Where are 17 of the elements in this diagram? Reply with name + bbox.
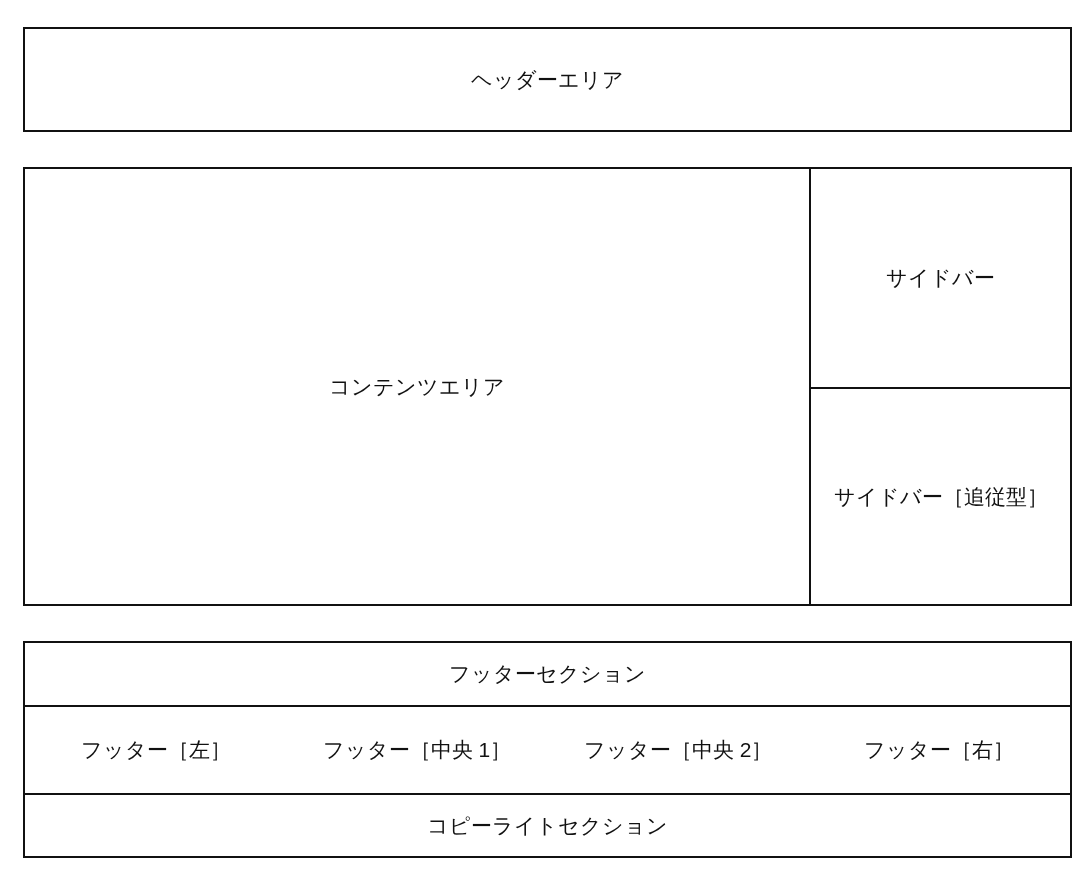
sidebar-area [809,167,1072,389]
area-label: ヘッダーエリア [471,66,624,93]
area-label: コンテンツエリア [329,373,505,400]
column-label: フッター［中央 1］ [322,737,512,763]
footer-columns-row [23,705,1072,795]
section-label: コピーライトセクション [427,812,668,839]
area-label: サイドバー［追従型］ [833,483,1048,510]
footer-row [23,641,1072,707]
sidebar-area [809,387,1072,606]
area-label: サイドバー [886,265,995,291]
copyright-row [23,793,1072,858]
column-label: フッター［左］ [80,737,231,763]
section-label: フッターセクション [449,661,646,687]
column-label: フッター［右］ [864,737,1015,763]
content-area [23,167,811,606]
header-area [23,27,1072,132]
column-label: フッター［中央 2］ [583,737,773,763]
